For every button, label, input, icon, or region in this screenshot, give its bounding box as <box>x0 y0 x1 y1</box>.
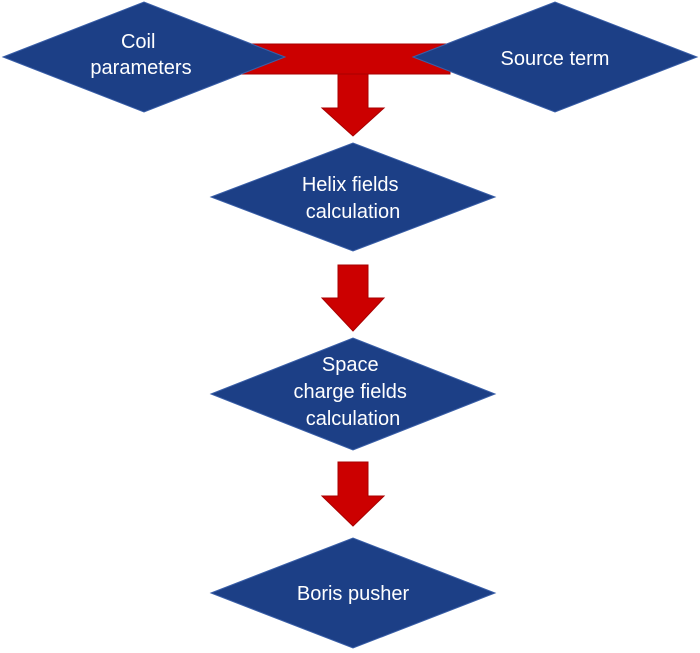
arrow-space-charge-to-boris <box>320 461 386 527</box>
coil-parameters-line-2: parameters <box>90 57 191 79</box>
node-helix-fields: Helix fields calculation <box>209 142 497 252</box>
space-charge-fields-shape <box>209 337 497 451</box>
node-space-charge-fields: Space charge fields calculation <box>209 337 497 451</box>
space-charge-fields-label: Space charge fields calculation <box>294 354 413 430</box>
space-charge-line-2: charge fields <box>294 381 407 403</box>
space-charge-line-1: Space <box>322 354 379 376</box>
node-coil-parameters: Coil parameters <box>1 1 287 113</box>
arrow-helix-to-space-charge <box>320 264 386 332</box>
helix-fields-line-2: calculation <box>306 201 401 223</box>
node-source-term: Source term <box>411 1 699 113</box>
boris-pusher-shape <box>209 537 497 649</box>
coil-parameters-shape <box>1 1 287 113</box>
source-term-shape <box>411 1 699 113</box>
boris-pusher-label: Boris pusher <box>297 583 410 605</box>
arrow-merge-to-helix <box>320 73 386 137</box>
boris-pusher-line-1: Boris pusher <box>297 583 410 605</box>
coil-parameters-label: Coil parameters <box>90 31 191 79</box>
coil-parameters-line-1: Coil <box>121 31 155 53</box>
helix-fields-label: Helix fields calculation <box>302 174 404 223</box>
source-term-label: Source term <box>501 48 610 70</box>
node-boris-pusher: Boris pusher <box>209 537 497 649</box>
source-term-line-1: Source term <box>501 48 610 70</box>
space-charge-line-3: calculation <box>306 408 401 430</box>
helix-fields-shape <box>209 142 497 252</box>
helix-fields-line-1: Helix fields <box>302 174 399 196</box>
